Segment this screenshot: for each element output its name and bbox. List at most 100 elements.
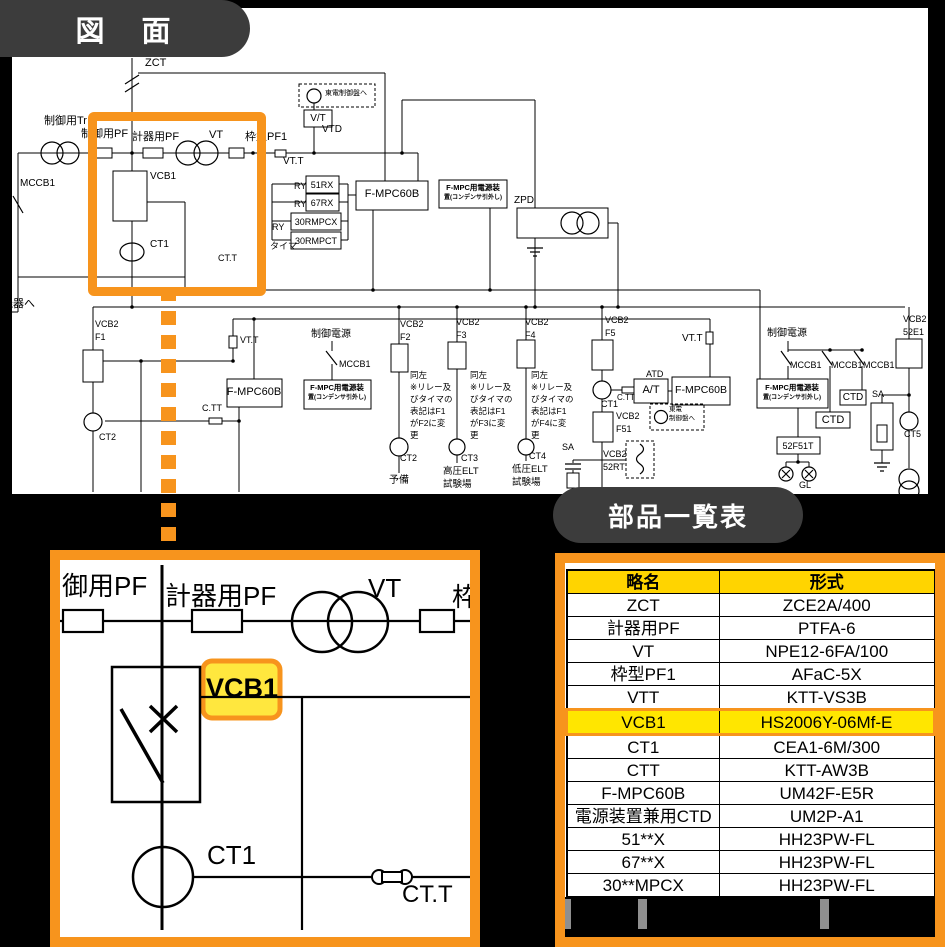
ry2-label: RY — [294, 199, 307, 209]
sa-left-box — [566, 472, 580, 489]
vcb1-label: VCB1 — [150, 171, 177, 182]
highlight-region-box — [88, 112, 266, 296]
relay-30rmpcx-label: 30RMPCX — [294, 217, 338, 227]
lamp-icon — [778, 466, 794, 482]
f1-ct2-label: CT2 — [99, 432, 117, 442]
callout-control-pf-fuse — [61, 608, 105, 634]
ct5-label: CT5 — [904, 429, 922, 439]
f2-ct2-label: CT2 — [400, 453, 418, 463]
f5-ctt-label: C.TT — [617, 393, 635, 402]
part-model: CEA1-6M/300 — [719, 734, 935, 759]
f2-reserve-label: 予備 — [389, 475, 409, 486]
fmpc-psu-top-label-1: F-MPC用電源装 — [446, 183, 500, 192]
ammeter-dashed-box — [649, 403, 705, 431]
ct1-f5-symbol — [592, 380, 612, 400]
part-abbr: VTT — [566, 685, 720, 710]
relay-67rx-label: 67RX — [310, 198, 334, 208]
parts-title-badge: 部品一覧表 — [553, 487, 803, 543]
atd-label: ATD — [646, 369, 664, 379]
col-model-header: 形式 — [719, 569, 935, 594]
52rt-dashed-box — [625, 440, 655, 479]
vt-coil — [175, 140, 201, 166]
part-abbr: 67**X — [566, 850, 720, 874]
parts-title: 部品一覧表 — [607, 501, 748, 532]
part-abbr: CTT — [566, 758, 720, 782]
col-abbr-header: 略名 — [566, 569, 720, 594]
callout-ctt-label: CT.T — [402, 881, 453, 908]
mccb1-mid-label: MCCB1 — [339, 359, 371, 369]
ctt-mid-fuse — [208, 417, 223, 425]
fmpc-psu-right-box — [756, 378, 829, 409]
zpd-label: ZPD — [514, 195, 534, 206]
f3-breaker-box — [447, 341, 467, 370]
fmpc60b-right-box — [671, 376, 731, 406]
f4-breaker-box — [516, 339, 536, 369]
part-abbr: VT — [566, 639, 720, 663]
vtt-f5-fuse — [705, 331, 714, 345]
voltmeter-dashed-box — [298, 83, 376, 108]
right-breaker-box — [895, 338, 923, 369]
gl-label: GL — [799, 480, 812, 490]
schematic-lines — [12, 58, 923, 494]
frame-pf1-fuse — [228, 147, 245, 159]
f5-vcb2-label: VCB2 F5 — [605, 315, 629, 338]
callout-frame-pf-fuse — [418, 608, 456, 634]
mccb1-r1-label: MCCB1 — [790, 360, 822, 370]
fmpc-psu-right-label-1: F-MPC用電源装 — [765, 383, 819, 392]
ctd2-box — [815, 411, 851, 429]
censored-band-stub — [820, 899, 829, 929]
vtt-mid-fuse — [228, 335, 238, 349]
vt-divider-box-label: V/T — [310, 113, 326, 124]
drawing-title-badge: 図 面 — [0, 0, 250, 57]
part-model: KTT-VS3B — [719, 685, 935, 710]
callout-ctt-fuse-body — [381, 871, 403, 883]
ct2-f1-symbol — [83, 412, 103, 432]
f51-vcb2-label: VCB2 F51 — [616, 411, 640, 434]
relay-51rx-label: 51RX — [310, 180, 334, 190]
ctd1-label: CTD — [842, 392, 864, 403]
ctd1-box — [839, 389, 867, 406]
vtd-label: VTD — [322, 124, 342, 135]
censored-band-stub — [638, 899, 647, 929]
right-tr-coil — [898, 468, 920, 490]
f1-breaker-box — [82, 349, 104, 383]
fmpc60b-top-box — [355, 180, 429, 211]
meter-pf-fuse — [142, 147, 164, 159]
ctt-terminal-top-label: CT.T — [218, 253, 237, 263]
52f51t-box — [776, 436, 821, 455]
ammeter-icon — [653, 409, 669, 425]
f2-breaker-box — [390, 343, 409, 373]
part-model: AFaC-5X — [719, 662, 935, 686]
lamp-icon — [801, 466, 817, 482]
ct2-f2-symbol — [389, 437, 409, 457]
sa-right-label: SA — [872, 389, 885, 399]
control-tr-coil — [56, 141, 80, 165]
dashed-boxes — [298, 83, 705, 479]
part-model: PTFA-6 — [719, 616, 935, 640]
fmpc60b-top-label: F-MPC60B — [364, 188, 420, 200]
f2-vcb2-label: VCB2 F2 — [400, 319, 424, 342]
mccb1-r3-label: MCCB1 — [863, 360, 895, 370]
ct4-symbol — [517, 438, 535, 456]
part-abbr: VCB1 — [565, 708, 720, 736]
vtt-f5-label: VT.T — [682, 333, 703, 344]
part-model: KTT-AW3B — [719, 758, 935, 782]
zct-label: ZCT — [145, 57, 167, 69]
fmpc60b-mid-box — [226, 378, 283, 408]
part-model: UM42F-E5R — [719, 781, 935, 805]
to-panel-a-note: 東電 制御盤へ — [669, 406, 695, 422]
fmpc-psu-mid-label-1: F-MPC用電源装 — [310, 383, 364, 392]
callout-vt-label: VT — [368, 573, 402, 603]
mccb1-r2-label: MCCB1 — [831, 360, 863, 370]
part-abbr: 電源装置兼用CTD — [566, 804, 720, 828]
f3-ct3-label: CT3 — [461, 453, 479, 463]
ctd2-label: CTD — [821, 414, 845, 426]
callout-control-pf-label: 御用PF — [62, 571, 148, 601]
timer-label: タイマ — [270, 241, 298, 251]
ct3-symbol — [448, 438, 466, 456]
